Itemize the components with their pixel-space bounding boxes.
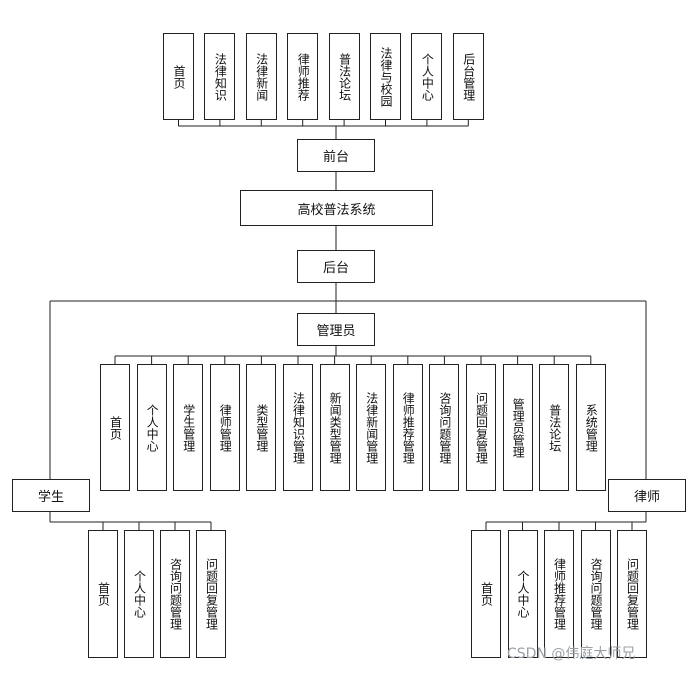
lawyer-node: 律师: [608, 479, 686, 512]
admin-module-5: 法律知识管理: [283, 364, 313, 491]
student-module-2: 咨询问题管理: [160, 530, 190, 658]
admin-module-12: 普法论坛: [539, 364, 570, 491]
admin-module-2: 学生管理: [173, 364, 204, 491]
frontend-module-1: 法律知识: [204, 33, 236, 120]
frontend-module-2: 法律新闻: [245, 33, 277, 120]
student-module-1: 个人中心: [124, 530, 154, 658]
lawyer-module-2: 律师推荐管理: [544, 530, 574, 658]
frontend-module-0: 首页: [163, 33, 194, 120]
frontend-node: 前台: [297, 139, 375, 172]
student-module-0: 首页: [88, 530, 118, 658]
backend-node: 后台: [297, 250, 375, 283]
admin-module-9: 咨询问题管理: [429, 364, 460, 491]
admin-module-3: 律师管理: [209, 364, 240, 491]
lawyer-module-4: 问题回复管理: [617, 530, 647, 658]
lawyer-module-1: 个人中心: [507, 530, 538, 658]
watermark: CSDN @伟庭大师兄: [507, 646, 636, 662]
admin-module-11: 管理员管理: [502, 364, 533, 491]
system-root-node: 高校普法系统: [240, 190, 433, 226]
admin-module-10: 问题回复管理: [466, 364, 496, 491]
student-node: 学生: [12, 479, 90, 512]
admin-module-6: 新闻类型管理: [319, 364, 350, 491]
frontend-module-5: 法律与校园: [370, 33, 401, 120]
admin-module-1: 个人中心: [136, 364, 167, 491]
admin-module-13: 系统管理: [575, 364, 606, 491]
admin-node: 管理员: [297, 313, 375, 346]
admin-module-0: 首页: [100, 364, 130, 491]
admin-module-4: 类型管理: [246, 364, 277, 491]
frontend-module-6: 个人中心: [411, 33, 443, 120]
frontend-module-3: 律师推荐: [287, 33, 319, 120]
lawyer-module-0: 首页: [471, 530, 501, 658]
frontend-module-7: 后台管理: [452, 33, 484, 120]
admin-module-7: 法律新闻管理: [356, 364, 387, 491]
student-module-3: 问题回复管理: [196, 530, 226, 658]
admin-module-8: 律师推荐管理: [392, 364, 423, 491]
lawyer-module-3: 咨询问题管理: [580, 530, 611, 658]
frontend-module-4: 普法论坛: [328, 33, 360, 120]
